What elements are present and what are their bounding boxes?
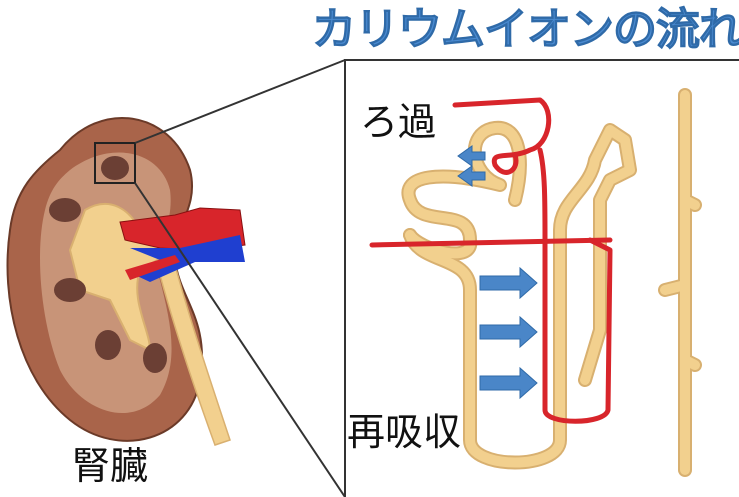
nephron-illustration: [369, 88, 702, 477]
page-title: カリウムイオンの流れ: [312, 4, 739, 56]
kidney-label: 腎臓: [72, 444, 149, 488]
arrow-left-icon: [457, 145, 486, 167]
kidney-illustration: [6, 117, 246, 446]
arrow-right-icon: [479, 266, 538, 300]
reabsorption-label: 再吸収: [347, 410, 462, 454]
arrow-right-icon: [479, 315, 538, 349]
zoom-region: [94, 142, 136, 184]
arrow-right-icon: [479, 366, 538, 400]
nephron-box: [344, 59, 739, 497]
filtration-label: ろ過: [360, 100, 437, 144]
arrow-left-icon: [457, 165, 486, 187]
